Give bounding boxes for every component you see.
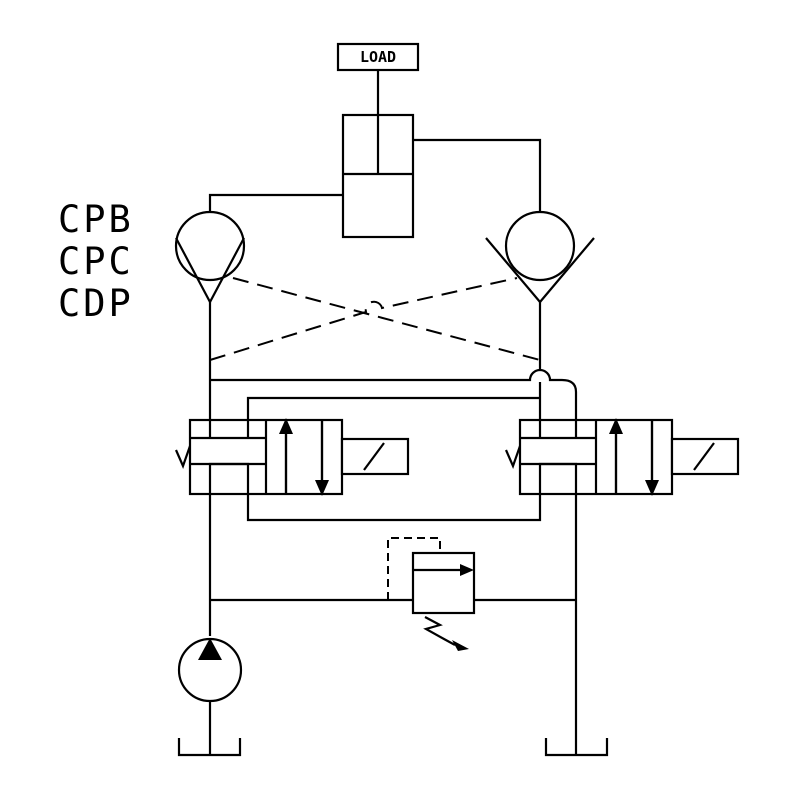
directional-valve-right — [504, 418, 740, 496]
pilot-check-valve-left — [174, 210, 246, 305]
label-cpb: CPB — [58, 198, 134, 241]
pilot-check-valve-right — [485, 210, 595, 304]
label-cdp: CDP — [58, 282, 134, 325]
hydraulic-cylinder — [341, 113, 415, 239]
lower-valve-connection — [246, 494, 542, 522]
load-box: LOAD — [336, 42, 420, 72]
inner-connection-line — [246, 396, 540, 420]
hydraulic-pump — [177, 637, 243, 755]
label-cpc: CPC — [58, 240, 134, 283]
relief-valve — [387, 537, 476, 651]
cylinder-cap-port-line — [208, 193, 343, 212]
tank-right — [544, 738, 609, 757]
tank-left — [177, 738, 242, 757]
load-label: LOAD — [360, 48, 396, 66]
pilot-line-left-to-right — [232, 277, 541, 361]
directional-valve-left — [174, 418, 410, 496]
cylinder-rod-port-line — [413, 138, 542, 212]
crossover-line — [210, 368, 578, 420]
pilot-line-right-to-left — [209, 277, 518, 361]
